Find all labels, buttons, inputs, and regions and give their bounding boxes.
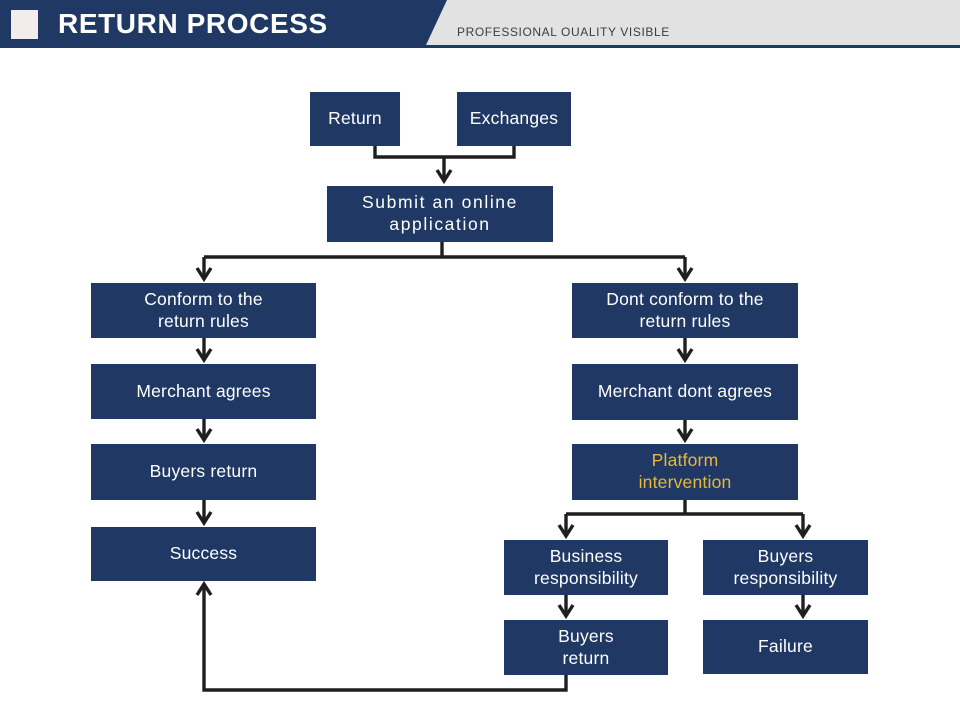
node-platform-intervention-label: Platform intervention [638,450,732,492]
node-buyers-return-final: Buyers return [504,620,668,675]
node-buyers-responsibility: Buyers responsibility [703,540,868,595]
node-merchant-agrees: Merchant agrees [91,364,316,419]
header-tagline: PROFESSIONAL OUALITY VISIBLE [457,25,670,39]
node-exchanges-label: Exchanges [469,108,559,129]
node-failure: Failure [703,620,868,674]
node-failure-label: Failure [758,636,813,657]
header-tagline-banner: PROFESSIONAL OUALITY VISIBLE [426,0,960,45]
node-business-responsibility-label: Business responsibility [534,545,638,588]
node-buyers-responsibility-label: Buyers responsibility [733,545,838,588]
header-accent-square [11,10,38,39]
node-business-responsibility: Business responsibility [504,540,668,595]
node-submit-application-label: Submit an online application [362,192,518,234]
connector-return-exchanges-merge [373,146,516,159]
node-conform-rules-label: Conform to the return rules [144,288,263,331]
node-merchant-dont-agrees-label: Merchant dont agrees [597,381,773,402]
node-merchant-dont-agrees: Merchant dont agrees [572,364,798,420]
node-exchanges: Exchanges [457,92,571,146]
node-dont-conform-rules-label: Dont conform to the return rules [606,288,764,331]
node-return-label: Return [328,108,382,129]
page-title: RETURN PROCESS [58,8,328,39]
node-buyers-return-final-label: Buyers return [558,625,614,668]
node-success: Success [91,527,316,581]
node-buyers-return-label: Buyers return [149,461,258,482]
node-conform-rules: Conform to the return rules [91,283,316,338]
node-success-label: Success [169,543,238,564]
slide-header: RETURN PROCESS PROFESSIONAL OUALITY VISI… [0,0,960,48]
node-return: Return [310,92,400,146]
node-merchant-agrees-label: Merchant agrees [136,380,271,401]
node-buyers-return: Buyers return [91,444,316,500]
node-platform-intervention: Platform intervention [572,444,798,500]
node-submit-application: Submit an online application [327,186,553,242]
node-dont-conform-rules: Dont conform to the return rules [572,283,798,338]
